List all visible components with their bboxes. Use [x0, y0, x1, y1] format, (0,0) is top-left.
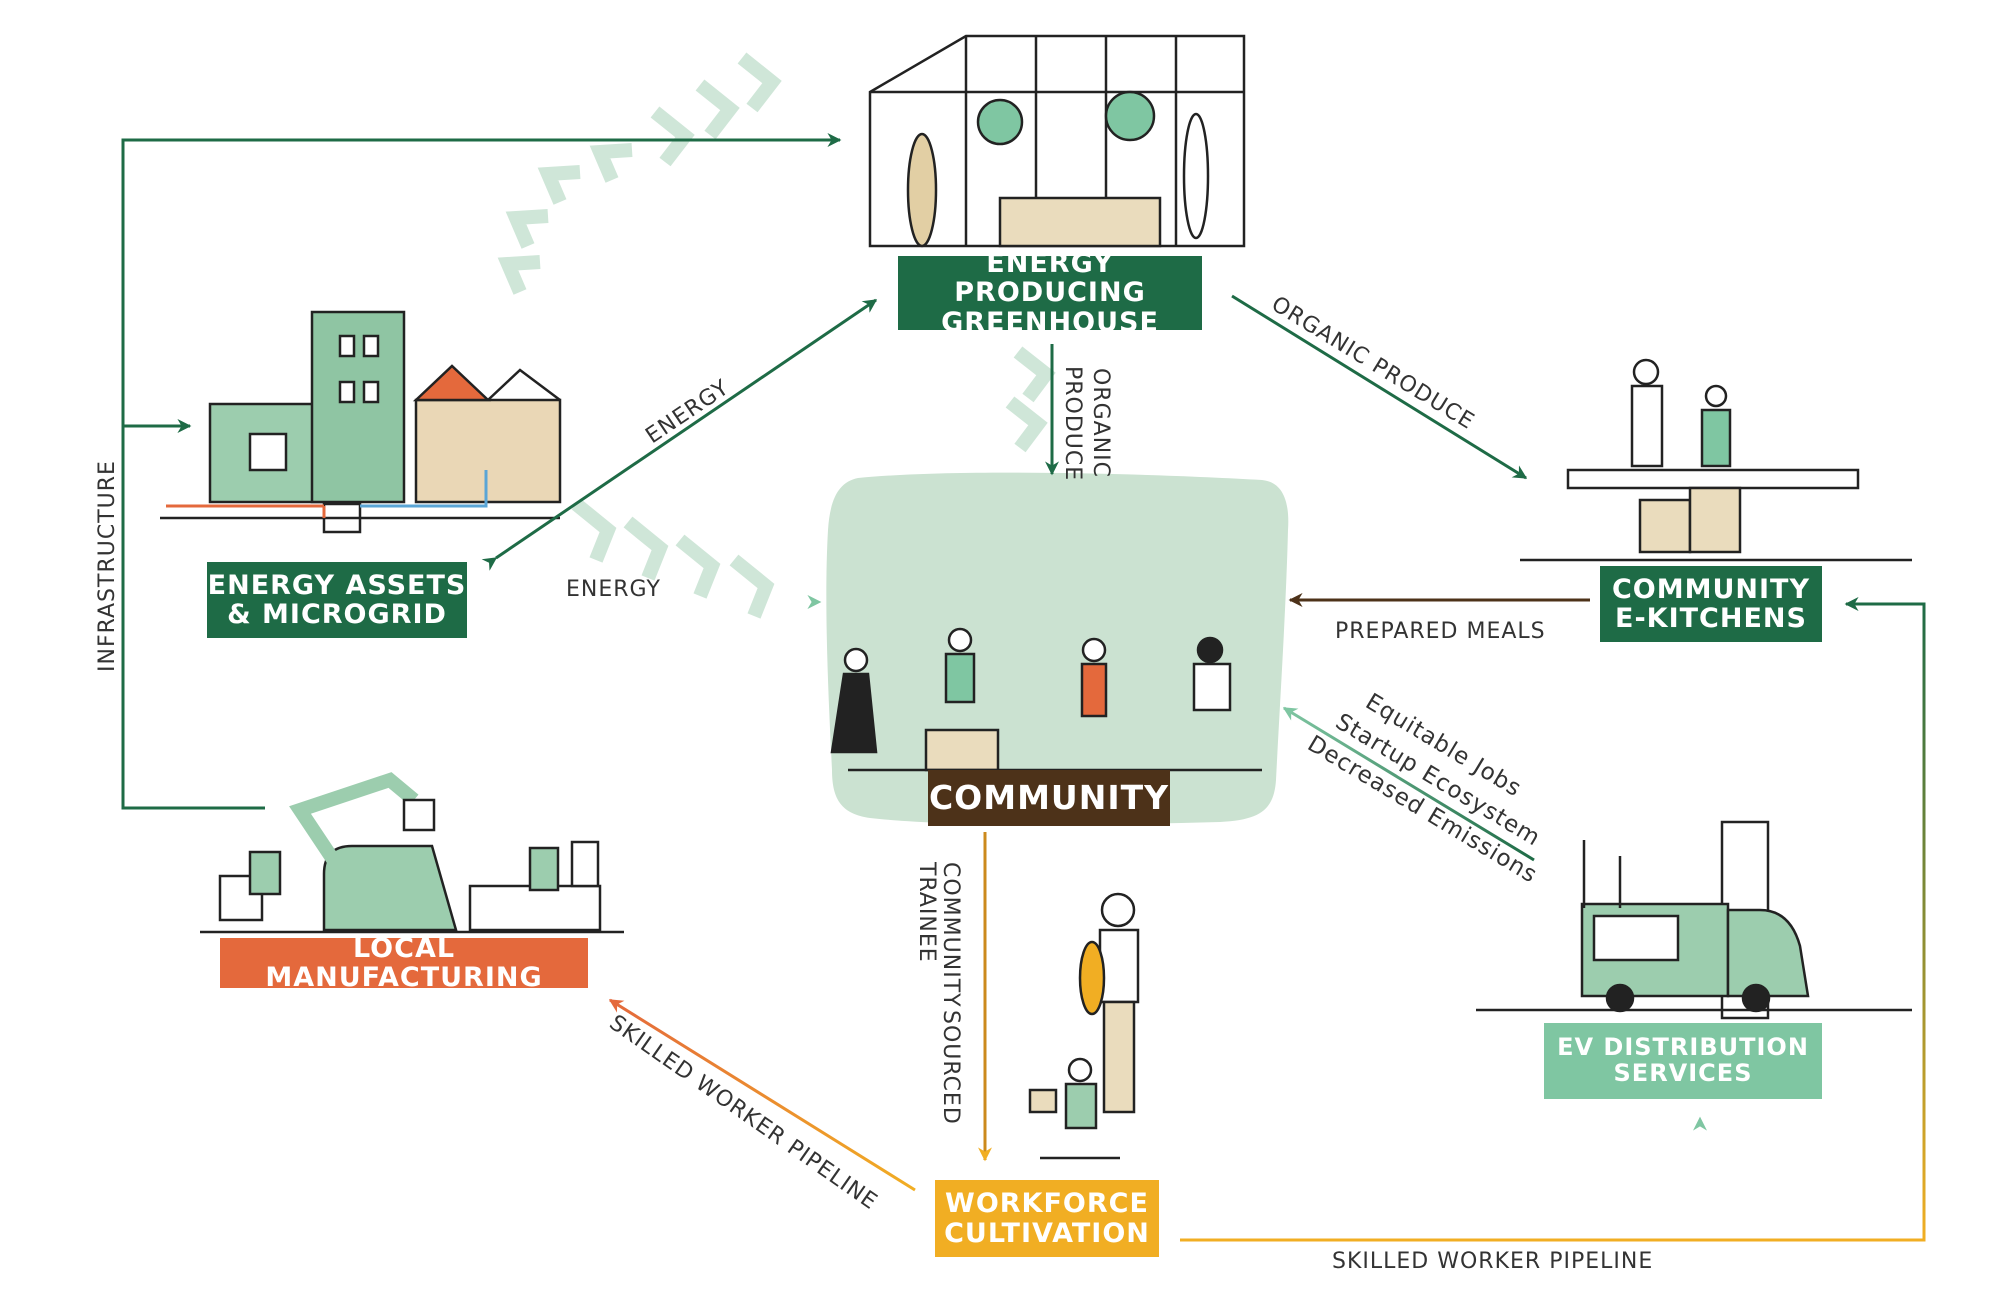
community-illustration [830, 627, 1262, 772]
node-ev-line-1: EV DISTRIBUTION [1557, 1033, 1809, 1062]
kitchen-illustration [1520, 358, 1912, 562]
arrow-workforce-to-manufacturing [608, 998, 916, 1192]
label-trainee: TRAINEE [914, 861, 939, 963]
node-greenhouse-line-1: ENERGY PRODUCING [954, 248, 1146, 309]
node-greenhouse-line-2: GREENHOUSE [941, 306, 1159, 338]
label-organic-produce-2: PRODUCE [1060, 366, 1085, 481]
node-community: COMMUNITY [928, 770, 1170, 826]
label-community-sourced-1: COMMUNITY [938, 862, 963, 1008]
node-energy-assets-microgrid: ENERGY ASSETS& MICROGRID [207, 562, 467, 638]
greenhouse-illustration [868, 34, 1246, 248]
node-workforce-line-2: CULTIVATION [944, 1217, 1150, 1249]
node-energy-line-1: ENERGY ASSETS [207, 569, 467, 601]
node-local-manufacturing: LOCAL MANUFACTURING [220, 934, 588, 992]
label-energy-community: ENERGY [566, 577, 661, 602]
node-workforce-line-1: WORKFORCE [945, 1188, 1149, 1220]
label-organic-produce-kitchens: ORGANIC PRODUCE [1267, 292, 1479, 435]
label-prepared-meals: PREPARED MEALS [1335, 619, 1546, 644]
label-skilled-bottom: SKILLED WORKER PIPELINE [1332, 1249, 1653, 1274]
workforce-illustration [1028, 892, 1140, 1160]
label-skilled-left: SKILLED WORKER PIPELINE [605, 1010, 882, 1215]
label-organic-produce-1: ORGANIC [1088, 368, 1113, 478]
label-infrastructure: INFRASTRUCTURE [95, 460, 120, 672]
label-energy-greenhouse: ENERGY [641, 375, 734, 449]
arrow-energy-greenhouse [481, 298, 878, 571]
manufacturing-illustration [200, 772, 624, 934]
arrow-greenhouse-to-kitchens [1231, 294, 1528, 480]
ev-distribution-illustration [1476, 820, 1912, 1020]
node-kitchens-line-1: COMMUNITY [1611, 573, 1811, 605]
node-ev-line-2: SERVICES [1613, 1059, 1753, 1087]
arrow-infrastructure-to-greenhouse [121, 133, 842, 810]
node-energy-line-2: & MICROGRID [227, 599, 447, 630]
arrow-workforce-pipeline-right [1180, 597, 1926, 1242]
energy-assets-illustration [160, 310, 562, 534]
node-kitchens-line-2: E-KITCHENS [1615, 603, 1807, 634]
node-manufacturing-label: LOCAL MANUFACTURING [265, 932, 543, 993]
arrow-benefits-to-community [1282, 706, 1535, 862]
node-community-label: COMMUNITY [928, 778, 1170, 818]
label-community-sourced-2: SOURCED [938, 1010, 963, 1125]
